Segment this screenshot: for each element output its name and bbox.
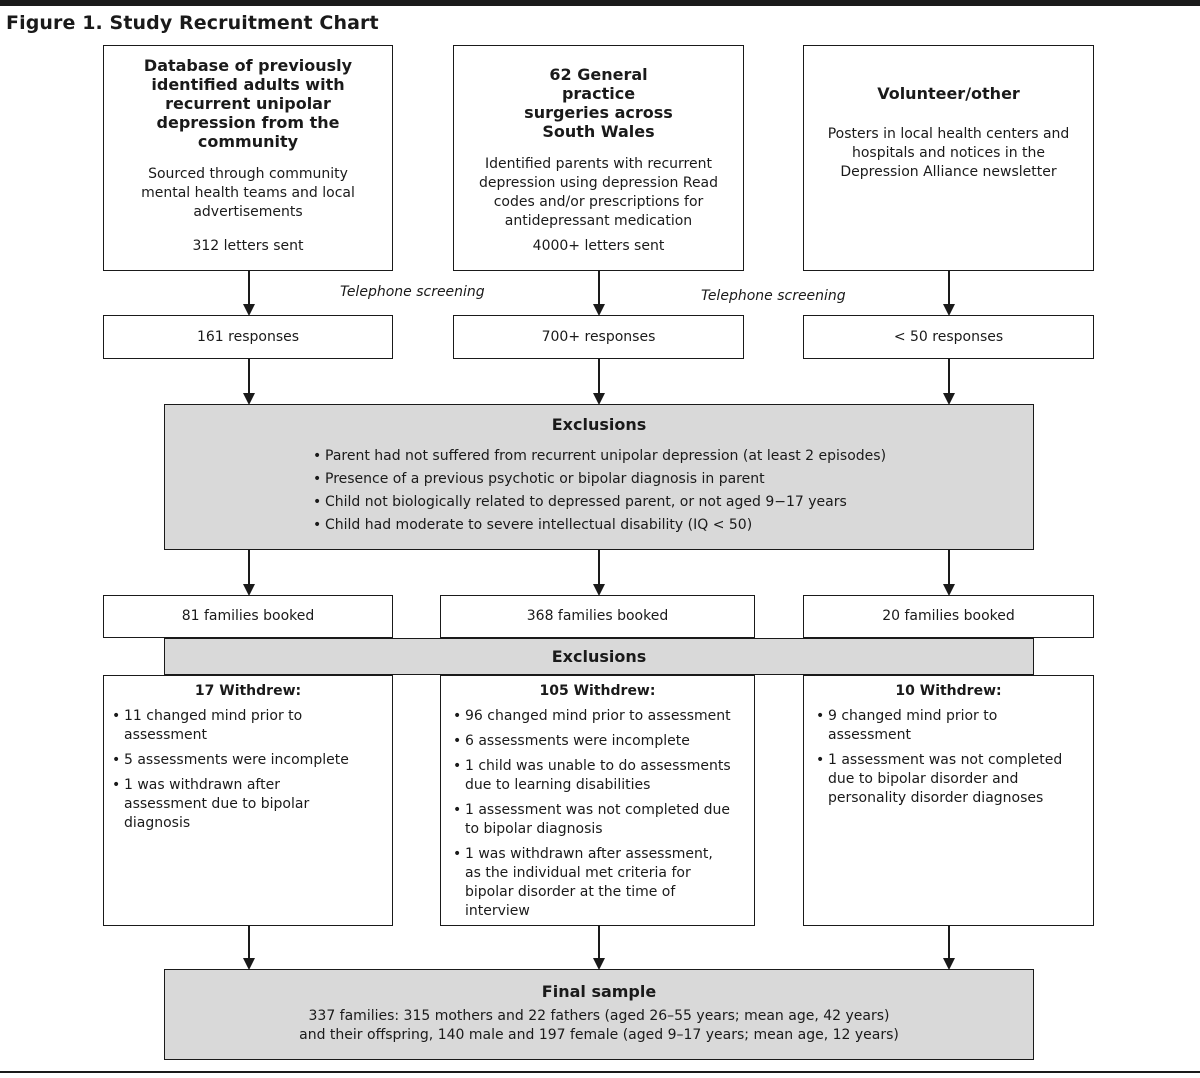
withdrew-item: 1 assessment was not completed due to bi… [453,801,733,839]
letters-sent: 4000+ letters sent [532,238,665,254]
figure-title: Figure 1. Study Recruitment Chart [6,12,379,34]
withdrew-list: 96 changed mind prior to assessment 6 as… [453,707,733,921]
booked-box-1: 81 families booked [103,595,393,638]
exclusions-bar-title: Exclusions [551,647,647,666]
withdrew-item: 11 changed mind prior to assessment [112,707,364,745]
withdrew-item: 1 was withdrawn after assessment due to … [112,776,364,833]
withdrew-item: 5 assessments were incomplete [112,751,364,770]
withdrew-item: 96 changed mind prior to assessment [453,707,733,726]
responses-count: 700+ responses [541,328,656,345]
exclusions-list: Parent had not suffered from recurrent u… [313,447,886,539]
withdrew-box-2: 105 Withdrew: 96 changed mind prior to a… [440,675,755,926]
withdrew-list: 11 changed mind prior to assessment 5 as… [112,707,364,833]
source-title: Database of previously identified adults… [143,56,353,151]
withdrew-list: 9 changed mind prior to assessment 1 ass… [816,707,1078,808]
telephone-screening-label-right: Telephone screening [701,288,846,304]
exclusion-item: Child not biologically related to depres… [313,493,886,512]
withdrew-title: 17 Withdrew: [194,683,302,699]
final-sample-title: Final sample [541,982,657,1001]
responses-box-1: 161 responses [103,315,393,359]
responses-count: 161 responses [196,328,300,345]
source-box-volunteer: Volunteer/other Posters in local health … [803,45,1094,271]
source-title: Volunteer/other [877,84,1020,103]
source-description: Sourced through community mental health … [141,166,355,220]
exclusions-title: Exclusions [551,415,647,434]
withdrew-item: 6 assessments were incomplete [453,732,733,751]
responses-count: < 50 responses [893,328,1004,345]
exclusion-item: Presence of a previous psychotic or bipo… [313,470,886,489]
booked-box-3: 20 families booked [803,595,1094,638]
responses-box-3: < 50 responses [803,315,1094,359]
source-description: Posters in local health centers and hosp… [827,126,1070,180]
source-box-general-practice: 62 General practice surgeries across Sou… [453,45,744,271]
booked-count: 20 families booked [882,608,1015,624]
final-sample-box: Final sample 337 families: 315 mothers a… [164,969,1034,1060]
exclusion-item: Child had moderate to severe intellectua… [313,516,886,535]
exclusion-item: Parent had not suffered from recurrent u… [313,447,886,466]
top-rule [0,0,1200,6]
withdrew-title: 105 Withdrew: [539,683,656,699]
source-title: 62 General practice surgeries across Sou… [524,65,673,141]
booked-box-2: 368 families booked [440,595,755,638]
responses-box-2: 700+ responses [453,315,744,359]
withdrew-item: 1 was withdrawn after assessment, as the… [453,845,733,921]
withdrew-box-3: 10 Withdrew: 9 changed mind prior to ass… [803,675,1094,926]
withdrew-title: 10 Withdrew: [895,683,1002,699]
withdrew-item: 9 changed mind prior to assessment [816,707,1078,745]
booked-count: 81 families booked [181,608,315,624]
exclusions-bar: Exclusions [164,638,1034,675]
booked-count: 368 families booked [526,608,669,624]
source-box-database: Database of previously identified adults… [103,45,393,271]
exclusions-box: Exclusions Parent had not suffered from … [164,404,1034,550]
final-sample-line1: 337 families: 315 mothers and 22 fathers… [308,1008,890,1024]
bottom-rule [0,1071,1200,1073]
final-sample-line2: and their offspring, 140 male and 197 fe… [299,1027,899,1043]
letters-sent: 312 letters sent [192,238,304,254]
withdrew-item: 1 assessment was not completed due to bi… [816,751,1078,808]
withdrew-box-1: 17 Withdrew: 11 changed mind prior to as… [103,675,393,926]
source-description: Identified parents with recurrent depres… [478,156,719,229]
telephone-screening-label-left: Telephone screening [340,284,485,300]
withdrew-item: 1 child was unable to do assessments due… [453,757,733,795]
